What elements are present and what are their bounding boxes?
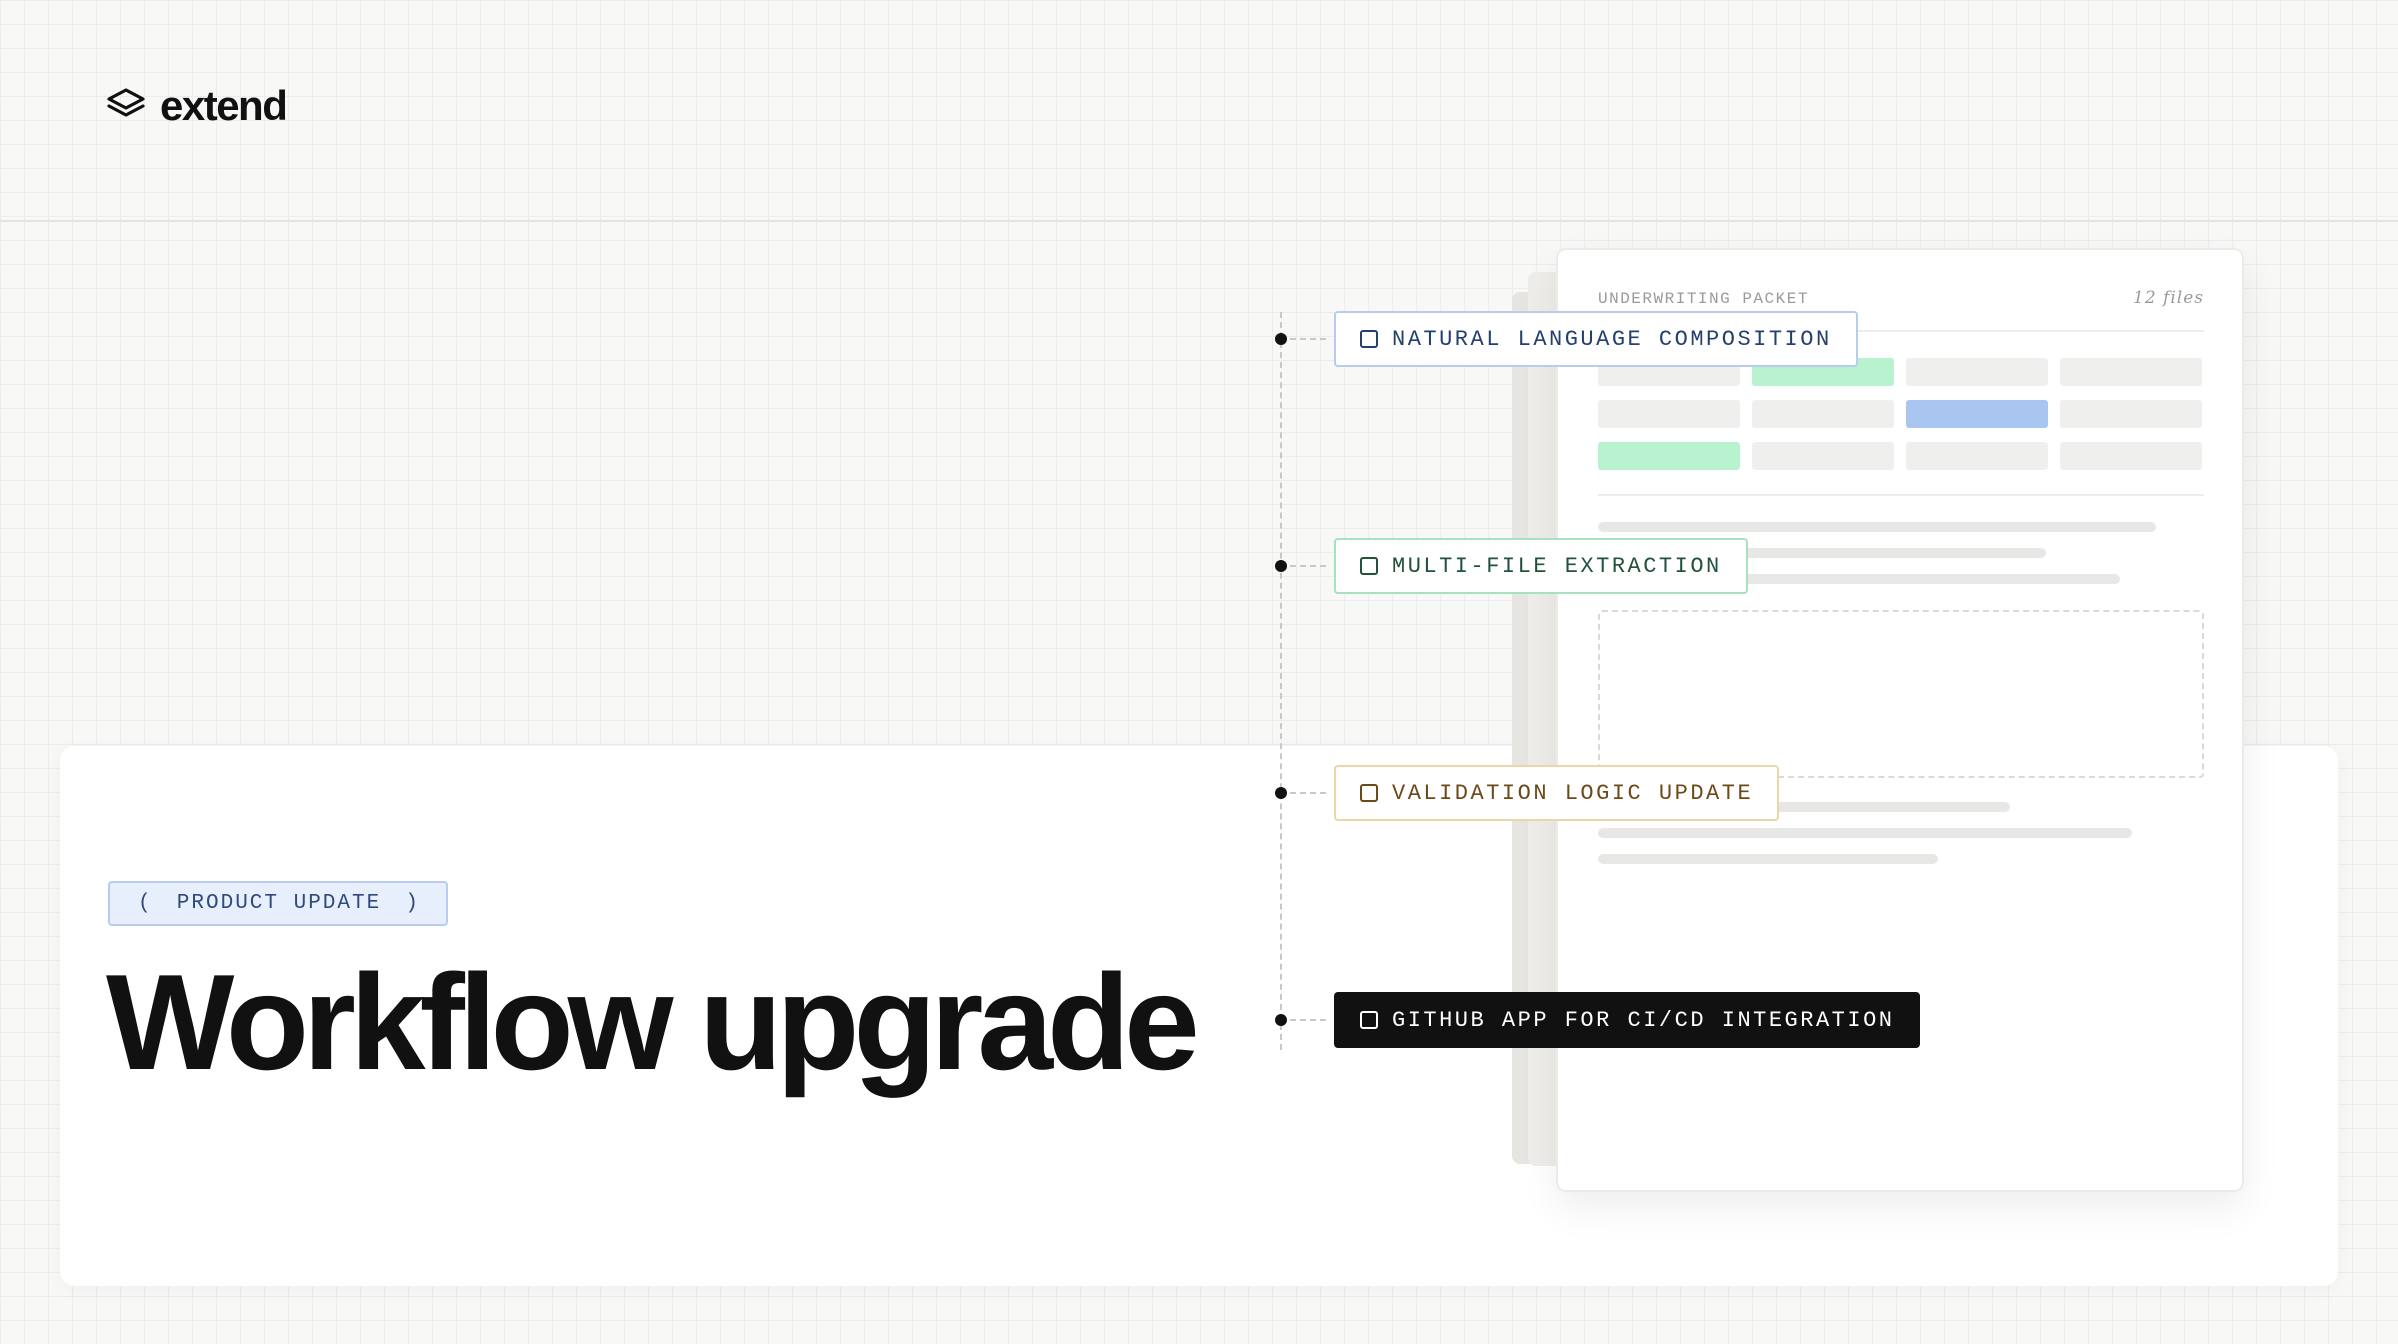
connector-dash [1290, 338, 1326, 340]
page-title: Workflow upgrade [106, 946, 1200, 1098]
text-line-placeholder [1598, 828, 2132, 838]
checkbox-icon [1360, 784, 1378, 802]
layers-icon [106, 87, 146, 126]
feature-tag-multi-file: MULTI-FILE EXTRACTION [1334, 538, 1748, 594]
drop-zone-placeholder [1598, 610, 2204, 778]
document-cell [1598, 400, 1740, 428]
connector-dot [1275, 560, 1287, 572]
connector-dash [1290, 792, 1326, 794]
feature-tag-natural-language: NATURAL LANGUAGE COMPOSITION [1334, 311, 1858, 367]
header-divider [0, 220, 2398, 222]
connector-dot [1275, 787, 1287, 799]
feature-tag-validation-logic: VALIDATION LOGIC UPDATE [1334, 765, 1780, 821]
brand-logo[interactable]: extend [106, 82, 288, 130]
feature-label: MULTI-FILE EXTRACTION [1392, 553, 1722, 579]
text-line-placeholder [1598, 548, 2046, 558]
brand-name: extend [160, 82, 288, 129]
document-cell [1906, 442, 2048, 470]
text-line-placeholder [1598, 854, 1938, 864]
document-cell [1752, 442, 1894, 470]
text-line-placeholder [1598, 802, 2010, 812]
document-rule [1598, 494, 2204, 496]
document-cell-highlight-blue [1906, 400, 2048, 428]
badge-open-paren: ( [138, 892, 153, 915]
feature-tag-github-app: GITHUB APP FOR CI/CD INTEGRATION [1334, 992, 1921, 1048]
connector-dash [1290, 565, 1326, 567]
document-cell [2060, 400, 2202, 428]
text-line-placeholder [1598, 574, 2120, 584]
document-file-count: 12 files [2133, 288, 2204, 308]
connector-dot [1275, 333, 1287, 345]
document-title: UNDERWRITING PACKET [1598, 290, 1809, 308]
connector-dot [1275, 1014, 1287, 1026]
product-update-badge: ( PRODUCT UPDATE ) [108, 881, 448, 926]
connector-line [1280, 312, 1282, 1050]
document-cell-highlight-green [1598, 442, 1740, 470]
document-cell [1906, 358, 2048, 386]
feature-label: VALIDATION LOGIC UPDATE [1392, 780, 1754, 806]
document-cell [2060, 442, 2202, 470]
document-cell [2060, 358, 2202, 386]
badge-label: PRODUCT UPDATE [176, 892, 382, 915]
document-rule [1598, 330, 2204, 332]
checkbox-icon [1360, 1011, 1378, 1029]
text-line-placeholder [1598, 522, 2156, 532]
checkbox-icon [1360, 330, 1378, 348]
feature-label: GITHUB APP FOR CI/CD INTEGRATION [1392, 1007, 1895, 1033]
checkbox-icon [1360, 557, 1378, 575]
document-cell [1752, 400, 1894, 428]
badge-close-paren: ) [405, 892, 420, 915]
connector-dash [1290, 1019, 1326, 1021]
feature-label: NATURAL LANGUAGE COMPOSITION [1392, 326, 1832, 352]
underwriting-document: UNDERWRITING PACKET 12 files [1556, 248, 2244, 1192]
